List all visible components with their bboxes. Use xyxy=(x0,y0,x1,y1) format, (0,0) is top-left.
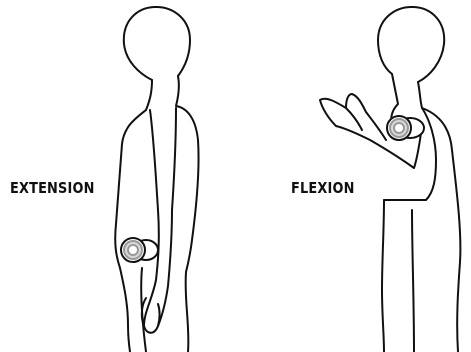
shoulder-sensor-device-icon xyxy=(387,116,424,140)
shoulder-sensor-device-icon xyxy=(121,238,158,262)
extension-front xyxy=(176,76,199,352)
extension-figure xyxy=(115,7,198,352)
flexion-back xyxy=(418,82,460,352)
flexion-front-torso xyxy=(382,200,384,352)
extension-neck xyxy=(146,80,152,110)
extension-head xyxy=(124,7,190,80)
flexion-leg-line xyxy=(412,210,414,352)
flexion-head xyxy=(378,7,444,82)
extension-leg-line xyxy=(141,268,146,352)
extension-arm xyxy=(144,108,176,333)
extension-label: EXTENSION xyxy=(10,179,95,197)
flexion-label: FLEXION xyxy=(291,179,355,197)
